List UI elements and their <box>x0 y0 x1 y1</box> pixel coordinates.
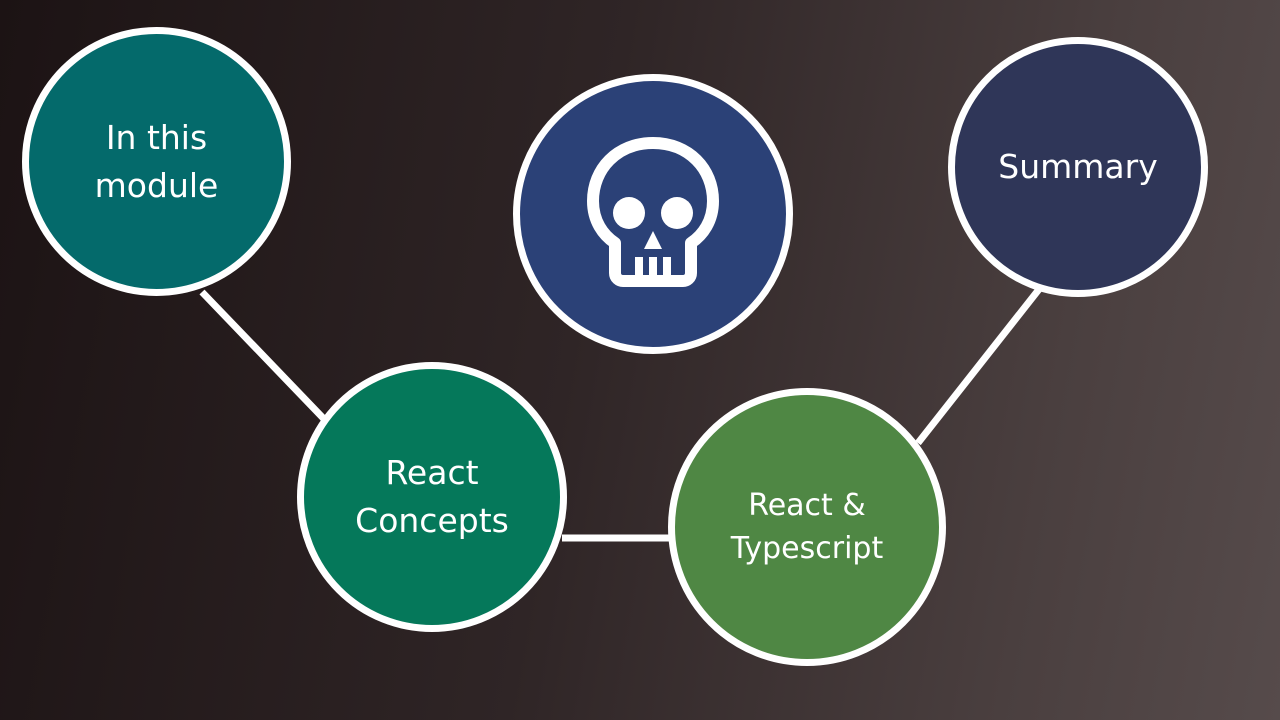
node-label: React Concepts <box>355 453 509 540</box>
node-summary[interactable]: Summary <box>948 37 1208 297</box>
connector-intro-concepts <box>199 289 328 423</box>
skull-icon <box>587 137 719 287</box>
node-react-concepts[interactable]: React Concepts <box>297 362 567 632</box>
node-label: Summary <box>998 147 1158 187</box>
node-label: React & Typescript <box>730 487 884 567</box>
node-react-typescript[interactable]: React & Typescript <box>668 388 946 666</box>
node-skull[interactable] <box>513 74 793 354</box>
node-label: In this module <box>94 117 219 205</box>
node-in-this-module[interactable]: In this module <box>22 27 291 296</box>
connector-typescript-summary <box>915 285 1043 446</box>
